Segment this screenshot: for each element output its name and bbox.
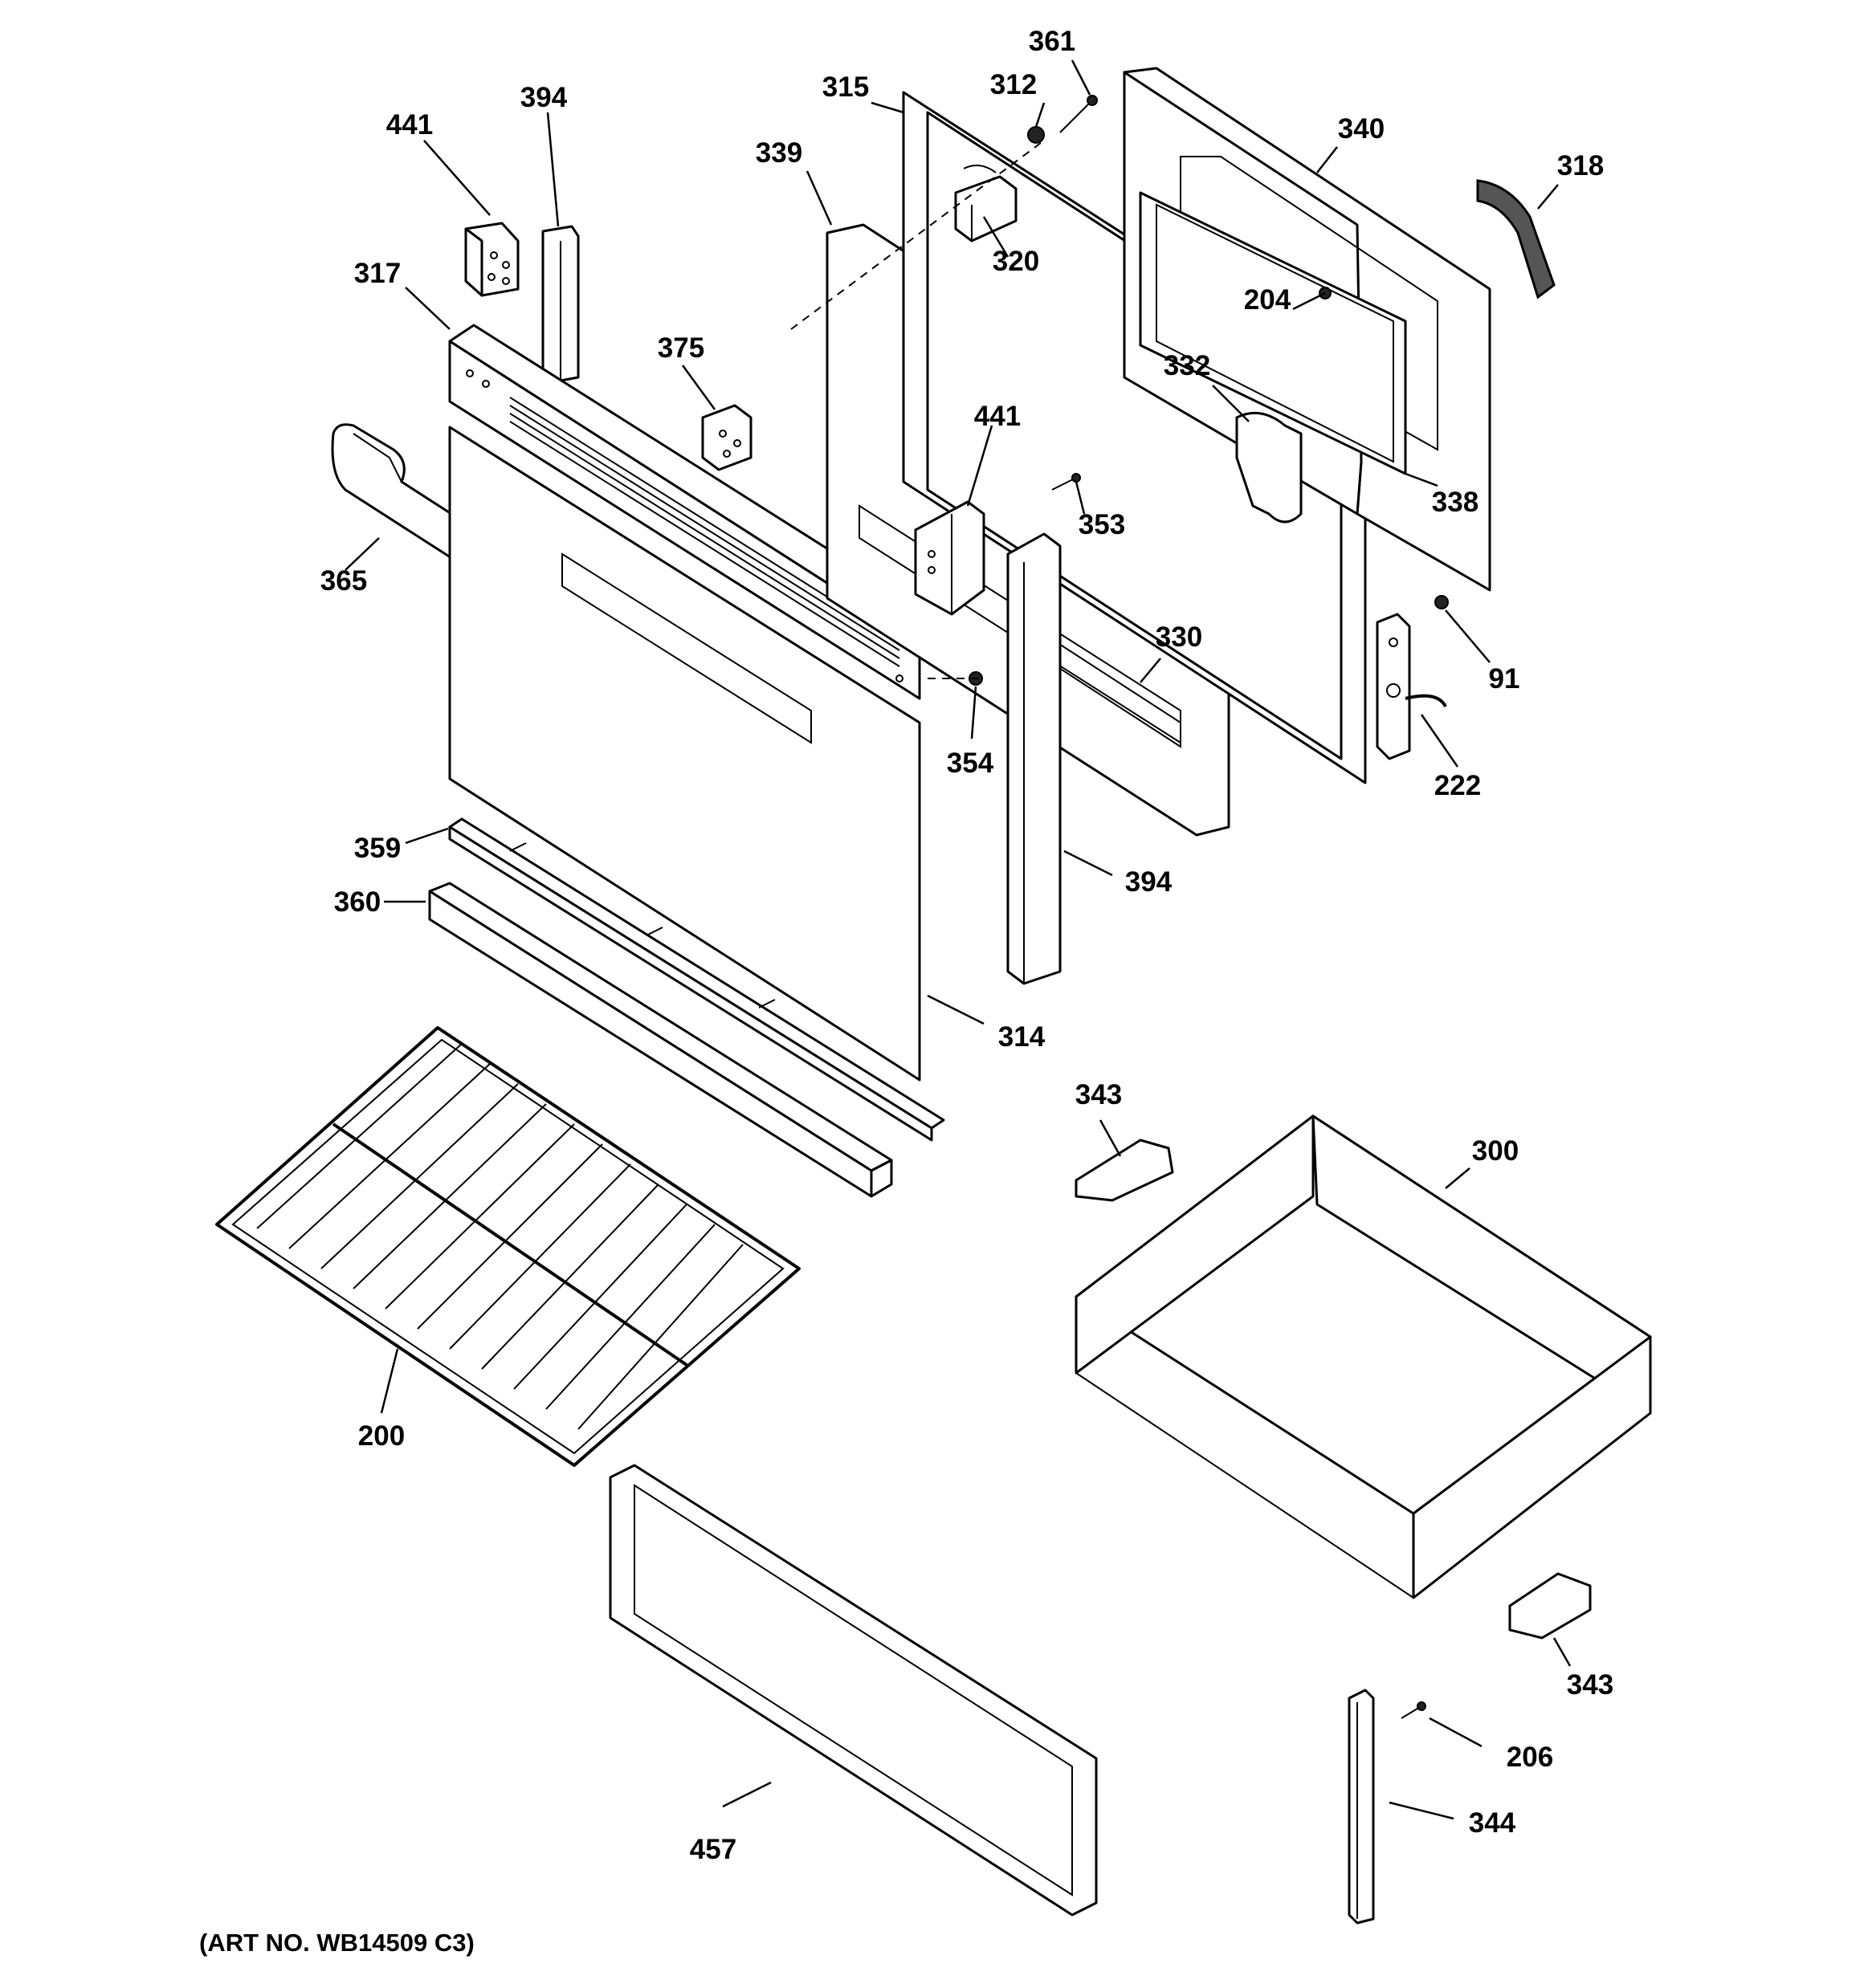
part-343-slide-right bbox=[1508, 1572, 1592, 1640]
label-338: 338 bbox=[1432, 487, 1478, 518]
part-394-strip-lower bbox=[1006, 532, 1062, 985]
label-222: 222 bbox=[1434, 770, 1481, 801]
label-300: 300 bbox=[1472, 1135, 1519, 1167]
label-394-lower: 394 bbox=[1125, 866, 1173, 898]
label-353: 353 bbox=[1079, 509, 1125, 540]
part-343-slide-left bbox=[1075, 1139, 1174, 1202]
part-91-screw bbox=[1434, 595, 1449, 609]
part-441-bracket-top bbox=[464, 222, 520, 297]
part-314-door-panel bbox=[448, 426, 921, 1082]
label-361: 361 bbox=[1029, 26, 1075, 57]
label-365: 365 bbox=[320, 565, 367, 597]
label-204: 204 bbox=[1244, 284, 1291, 316]
part-353-screw bbox=[1051, 473, 1081, 491]
art-number: (ART NO. WB14509 C3) bbox=[199, 1929, 475, 1957]
label-354: 354 bbox=[947, 748, 994, 779]
label-360: 360 bbox=[334, 886, 381, 918]
part-300-drawer-body bbox=[1075, 1114, 1652, 1599]
label-315: 315 bbox=[822, 71, 869, 103]
part-318-gasket bbox=[1476, 179, 1556, 299]
label-359: 359 bbox=[354, 833, 401, 864]
part-320-hinge-bracket bbox=[954, 175, 1018, 242]
label-394-top: 394 bbox=[520, 82, 568, 113]
label-200: 200 bbox=[358, 1420, 405, 1452]
part-200-oven-rack bbox=[215, 1026, 801, 1467]
label-344: 344 bbox=[1469, 1807, 1516, 1839]
part-375-bracket bbox=[701, 404, 753, 471]
part-394-strip-top bbox=[541, 225, 580, 382]
label-457: 457 bbox=[690, 1834, 736, 1865]
part-222-hinge bbox=[1376, 613, 1447, 760]
part-359-trim-strip bbox=[448, 817, 945, 1142]
part-457-drawer-front bbox=[609, 1464, 1098, 1917]
label-375: 375 bbox=[658, 332, 704, 364]
part-361-screw bbox=[1059, 95, 1098, 133]
label-330: 330 bbox=[1156, 621, 1202, 653]
part-315-door-frame bbox=[902, 91, 1367, 784]
part-360-bottom-trim bbox=[428, 882, 893, 1198]
alignment-lines bbox=[790, 140, 1045, 679]
label-206: 206 bbox=[1507, 1742, 1553, 1773]
part-317-vent-trim bbox=[448, 324, 945, 700]
label-339: 339 bbox=[756, 137, 802, 169]
label-91: 91 bbox=[1489, 663, 1520, 695]
label-320: 320 bbox=[993, 246, 1039, 277]
part-332-insulation bbox=[1235, 411, 1303, 523]
label-318: 318 bbox=[1557, 150, 1604, 181]
label-314: 314 bbox=[998, 1021, 1046, 1053]
part-labels: 441 394 317 375 365 315 312 361 339 320 … bbox=[320, 26, 1613, 1865]
part-344-drawer-rail bbox=[1348, 1689, 1375, 1925]
label-441-mid: 441 bbox=[974, 401, 1021, 432]
label-340: 340 bbox=[1338, 113, 1385, 145]
part-206-screw bbox=[1401, 1701, 1426, 1719]
part-441-bracket-mid bbox=[914, 500, 985, 616]
part-312-nut bbox=[1027, 126, 1045, 144]
label-343-right: 343 bbox=[1567, 1669, 1613, 1701]
leader-lines bbox=[345, 59, 1572, 1820]
label-317: 317 bbox=[354, 258, 401, 289]
label-332: 332 bbox=[1164, 350, 1210, 381]
label-343-left: 343 bbox=[1075, 1079, 1122, 1110]
label-312: 312 bbox=[990, 69, 1037, 100]
label-441-top: 441 bbox=[386, 109, 433, 141]
